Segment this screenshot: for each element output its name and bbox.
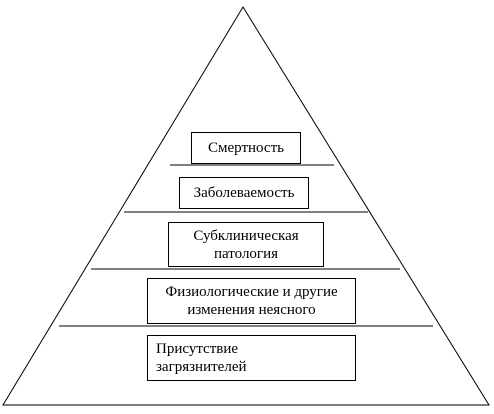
level-label-morbidity: Заболеваемость — [193, 185, 295, 201]
level-box-morbidity: Заболеваемость — [179, 177, 309, 209]
level-label-physiological: Физиологические и другие изменения неясн… — [165, 284, 338, 318]
level-label-contaminants: Присутствие загрязнителей — [156, 341, 247, 375]
level-box-subclinical: Субклиническая патология — [168, 222, 324, 267]
level-box-physiological: Физиологические и другие изменения неясн… — [147, 278, 356, 324]
pyramid-outline — [2, 6, 490, 406]
level-label-mortality: Смертность — [208, 140, 284, 156]
level-label-subclinical: Субклиническая патология — [193, 227, 299, 262]
level-box-contaminants: Присутствие загрязнителей — [147, 335, 356, 381]
level-box-mortality: Смертность — [191, 132, 301, 164]
